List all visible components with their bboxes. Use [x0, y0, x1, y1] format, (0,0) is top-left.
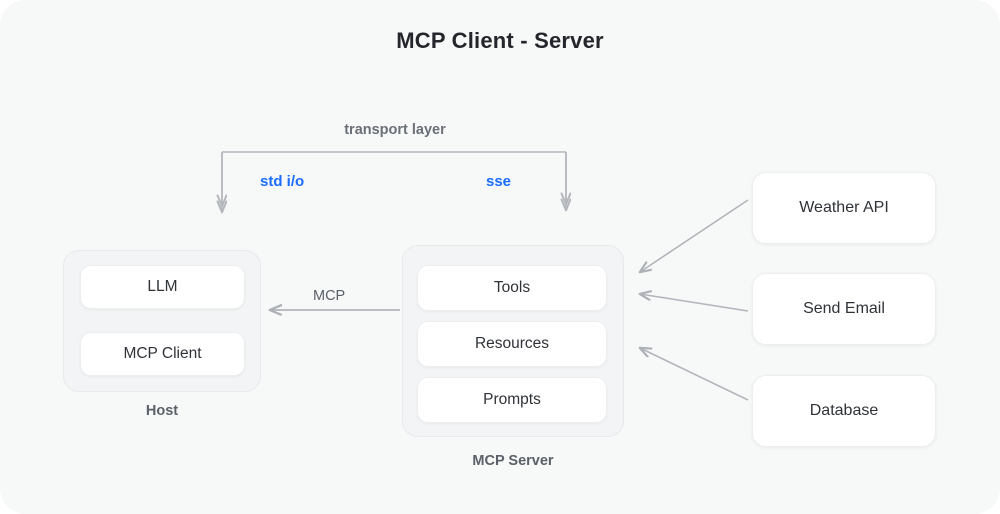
edge-email-to-server	[640, 294, 749, 312]
transport-protocol-sse: sse	[486, 173, 512, 190]
edge-label-mcp: MCP	[313, 288, 346, 304]
transport-protocol-stdio: std i/o	[260, 173, 305, 190]
transport-layer-label: transport layer	[344, 122, 446, 138]
host-caption: Host	[145, 403, 179, 419]
mcp-server-caption: MCP Server	[472, 453, 554, 469]
service-send-email[interactable]: Send Email	[752, 273, 936, 345]
server-card-prompts[interactable]: Prompts	[417, 377, 607, 423]
service-weather-api[interactable]: Weather API	[752, 172, 936, 244]
host-card-llm[interactable]: LLM	[80, 265, 245, 309]
service-database[interactable]: Database	[752, 375, 936, 447]
server-card-tools[interactable]: Tools	[417, 265, 607, 311]
server-card-resources[interactable]: Resources	[417, 321, 607, 367]
page-title: MCP Client - Server	[396, 28, 604, 53]
edge-database-to-server	[640, 348, 749, 401]
edge-weather-to-server	[640, 199, 749, 272]
host-card-mcp-client[interactable]: MCP Client	[80, 332, 245, 376]
